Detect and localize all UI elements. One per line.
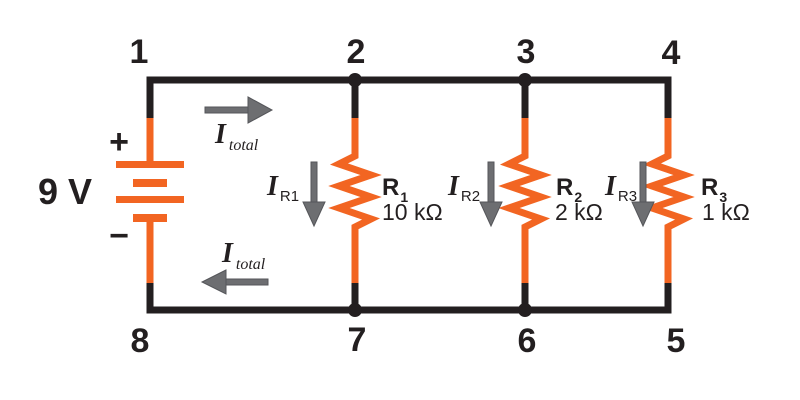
resistor-r3-subscript: 3 [719, 189, 727, 205]
node-dot-3 [518, 73, 532, 87]
top-wire [146, 76, 672, 122]
node-dot-7 [348, 303, 362, 317]
node-dot-6 [518, 303, 532, 317]
arrow-shaft [310, 161, 318, 204]
arrow-shaft [225, 278, 269, 286]
current-r2-arrow [479, 161, 503, 228]
current-r3-arrow [631, 161, 655, 228]
resistor-r2-subscript: 2 [574, 189, 582, 205]
battery-plate-long-bottom [116, 196, 184, 203]
resistor-r2-value: 2 kΩ [555, 199, 603, 225]
resistor-r1-subscript: 1 [400, 189, 408, 205]
arrow-head-right [247, 96, 274, 124]
current-total-bottom-arrow [200, 269, 269, 295]
arrow-head-down [479, 201, 503, 228]
arrow-shaft [639, 161, 647, 204]
resistor-r3-zigzag [641, 118, 695, 283]
resistor-r1-zigzag [328, 118, 382, 283]
current-subscript: R2 [461, 188, 480, 205]
resistor-r3-label: R3 [701, 174, 727, 205]
current-subscript: total [229, 137, 259, 154]
arrow-shaft [204, 106, 250, 114]
node-label-3: 3 [517, 33, 536, 71]
battery-plus-sign: + [109, 123, 129, 161]
battery-plate-short-lower [133, 214, 167, 222]
resistor-r1-label: R1 [382, 174, 408, 205]
node-label-5: 5 [667, 322, 686, 360]
node-label-6: 6 [518, 322, 537, 360]
resistor-r3-name: R [701, 174, 718, 201]
arrow-head-down [302, 201, 326, 228]
resistor-r2-name: R [556, 174, 573, 201]
battery-plate-short-upper [133, 179, 167, 187]
node-label-1: 1 [130, 33, 149, 71]
node-dot-2 [348, 73, 362, 87]
resistor-r1-value: 10 kΩ [382, 199, 443, 225]
current-symbol: I [214, 119, 227, 150]
node-label-8: 8 [131, 322, 150, 360]
current-symbol: I [266, 171, 279, 202]
battery-minus-sign: − [109, 217, 129, 255]
current-subscript: R3 [618, 188, 637, 205]
current-symbol: I [604, 171, 617, 202]
arrow-shaft [487, 161, 495, 204]
bottom-wire [146, 280, 672, 314]
current-r1-arrow [302, 161, 326, 228]
current-subscript: total [236, 256, 266, 273]
battery-plate-long-top [116, 161, 184, 168]
current-total-top-arrow [204, 96, 274, 124]
resistor-r3-value: 1 kΩ [702, 199, 750, 225]
arrow-head-left [200, 269, 227, 295]
node-label-7: 7 [348, 321, 367, 359]
battery-voltage-label: 9 V [38, 171, 92, 212]
resistor-r2-label: R2 [556, 174, 582, 205]
node-label-4: 4 [662, 34, 681, 72]
current-symbol: I [221, 238, 234, 269]
resistor-r1-name: R [382, 174, 399, 201]
current-symbol: I [447, 171, 460, 202]
node-label-2: 2 [347, 33, 366, 71]
arrow-head-down [631, 201, 655, 228]
resistor-r2-zigzag [498, 118, 552, 283]
current-subscript: R1 [280, 188, 299, 205]
